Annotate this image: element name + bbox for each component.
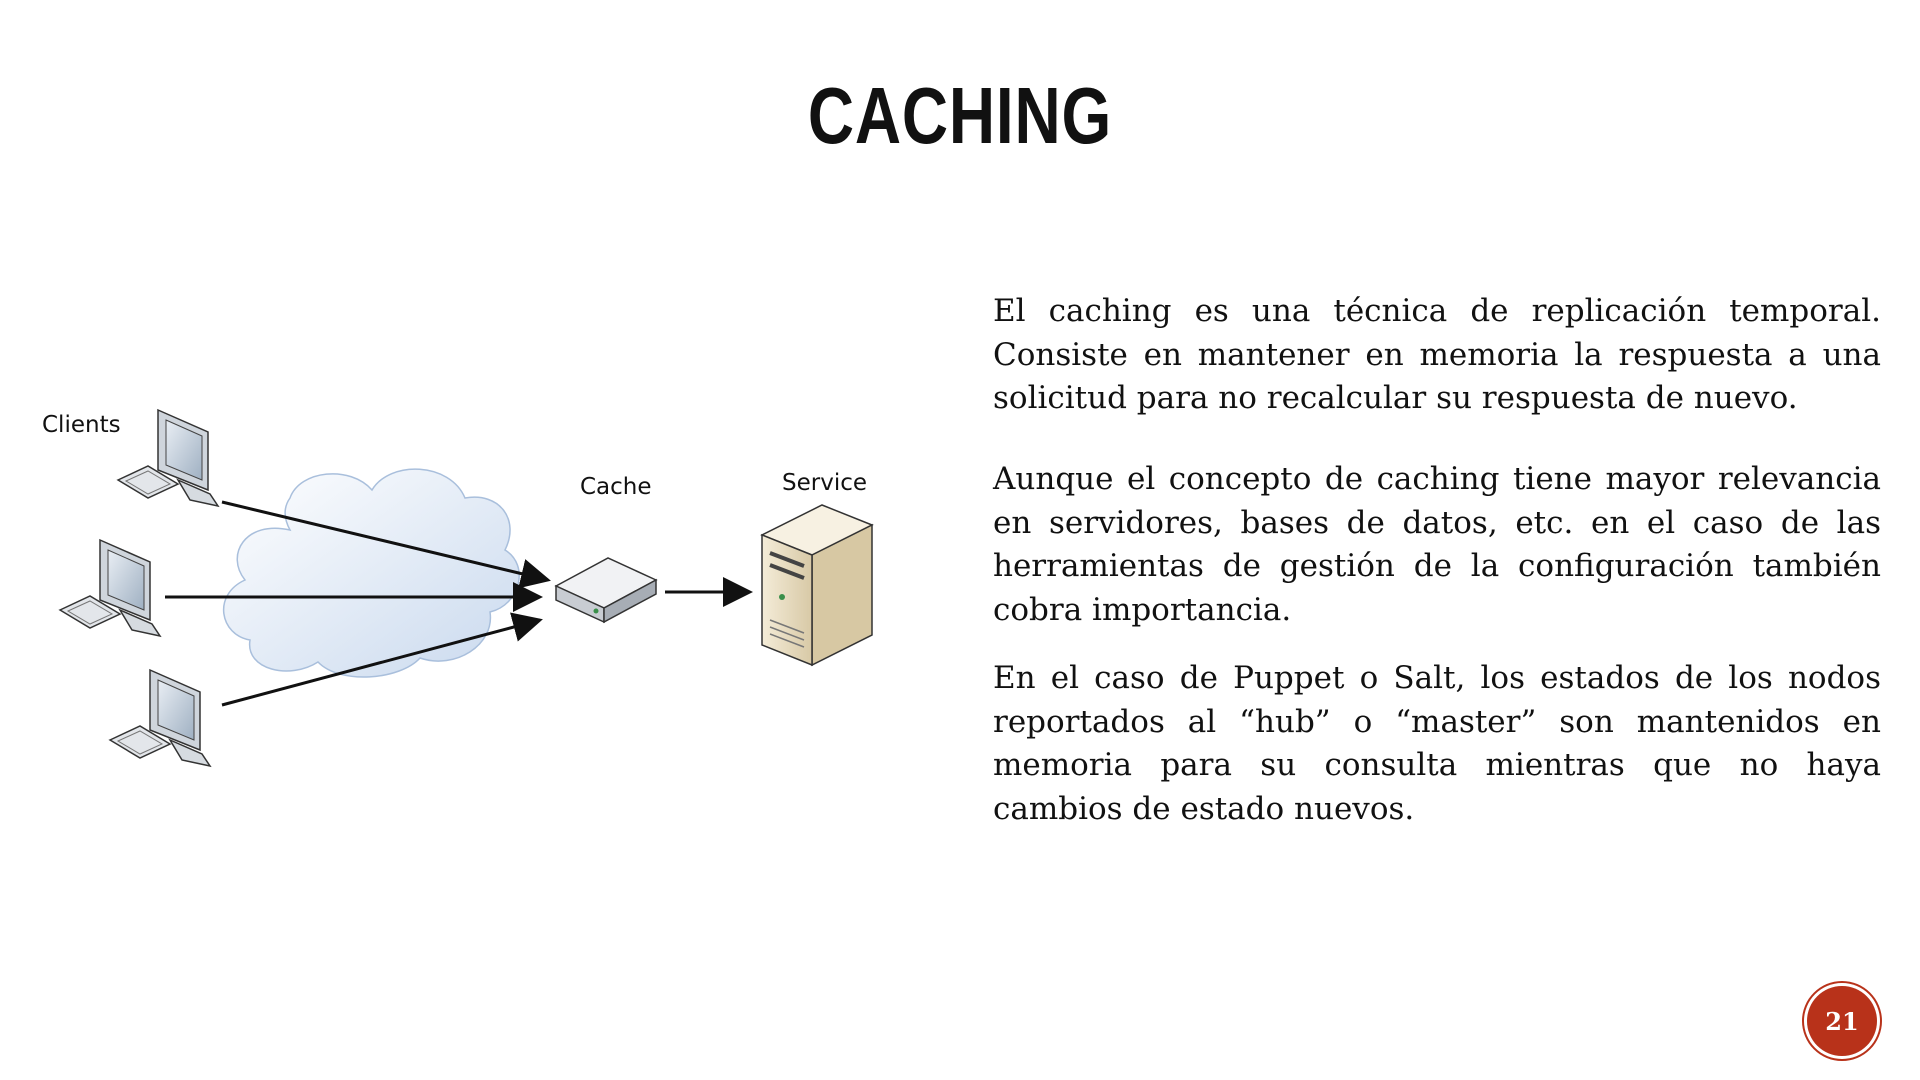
body-paragraph: Aunque el concepto de caching tiene mayo… <box>993 461 1881 628</box>
network-cloud <box>222 468 520 678</box>
body-paragraph: En el caso de Puppet o Salt, los estados… <box>993 660 1881 827</box>
page-number-badge: 21 <box>1807 986 1877 1056</box>
client-computer-icon <box>116 408 220 508</box>
slide-title: CACHING <box>807 71 1113 160</box>
client-to-cache-arrow <box>221 500 551 589</box>
caching-diagram: Clients Cache Service <box>42 408 874 768</box>
cache-label: Cache <box>580 474 652 500</box>
body-paragraph: El caching es una técnica de replicación… <box>993 293 1881 416</box>
cache-device-icon <box>554 557 658 624</box>
service-server-icon <box>760 504 874 667</box>
service-label: Service <box>782 470 867 496</box>
clients-label: Clients <box>42 412 121 438</box>
client-computer-icon <box>58 538 162 638</box>
client-to-cache-arrow <box>221 612 543 707</box>
client-computer-icon <box>108 668 212 768</box>
